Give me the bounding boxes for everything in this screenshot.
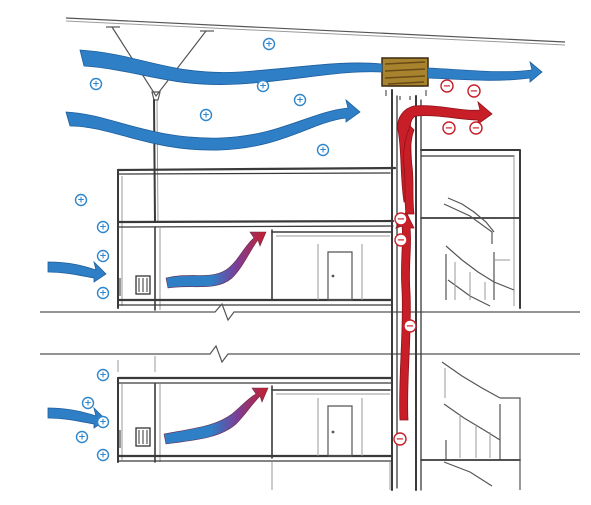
sky-line: [65, 17, 566, 46]
stack-updraft: [395, 211, 415, 421]
minus-markers: − − − − − − − −: [393, 79, 483, 446]
wind-stream-top: [79, 49, 383, 85]
plus-symbol: +: [265, 40, 273, 50]
plus-circle-icon: +: [96, 368, 110, 382]
plus-circle-icon: +: [75, 430, 89, 444]
plus-circle-icon: +: [316, 143, 330, 157]
room-flow-upper: [165, 231, 267, 289]
radiator-icon-lower: [119, 427, 151, 448]
chimney-cap-icon: [381, 57, 429, 87]
plus-symbol: +: [296, 96, 304, 106]
staircase-icon: [420, 149, 521, 490]
plus-circle-icon: +: [199, 108, 213, 122]
section-break-upper: [40, 302, 580, 322]
minus-symbol: −: [443, 81, 451, 92]
plus-symbol: +: [92, 80, 100, 90]
room-flow-lower: [163, 387, 269, 445]
plus-symbol: +: [99, 252, 107, 262]
plus-circle-icon: +: [256, 79, 270, 93]
plus-symbol: +: [202, 111, 210, 121]
plus-circle-icon: +: [81, 396, 95, 410]
minus-symbol: −: [445, 123, 453, 134]
plus-symbol: +: [84, 399, 92, 409]
plus-circle-icon: +: [89, 77, 103, 91]
plus-symbol: +: [99, 371, 107, 381]
plus-symbol: +: [319, 146, 327, 156]
plus-circle-icon: +: [96, 415, 110, 429]
plus-circle-icon: +: [96, 286, 110, 300]
chimney-flow-lower: [403, 125, 415, 215]
inflow-lower-floor: [47, 406, 107, 429]
minus-circle-icon: −: [393, 432, 407, 446]
ventilation-stack: [385, 85, 427, 491]
minus-circle-icon: −: [394, 233, 408, 247]
minus-circle-icon: −: [467, 84, 481, 98]
plus-symbol: +: [77, 196, 85, 206]
plus-circle-icon: +: [96, 220, 110, 234]
minus-symbol: −: [397, 235, 405, 246]
plus-circle-icon: +: [96, 448, 110, 462]
plus-symbol: +: [78, 433, 86, 443]
plus-circle-icon: +: [74, 193, 88, 207]
minus-circle-icon: −: [394, 212, 408, 226]
minus-symbol: −: [470, 86, 478, 97]
roof-slab: [116, 166, 397, 172]
wind-stream-middle: [65, 98, 361, 151]
inflow-upper-floor: [47, 260, 107, 283]
plus-symbol: +: [259, 82, 267, 92]
minus-symbol: −: [472, 123, 480, 134]
minus-circle-icon: −: [403, 319, 417, 333]
floor-slab-upper: [116, 219, 395, 224]
minus-symbol: −: [406, 321, 414, 332]
plus-symbol: +: [99, 418, 107, 428]
section-break-lower: [40, 344, 580, 364]
minus-symbol: −: [396, 434, 404, 445]
minus-symbol: −: [397, 214, 405, 225]
building-section: [40, 166, 580, 490]
plus-symbol: +: [99, 223, 107, 233]
door-icon: [317, 244, 363, 301]
plus-circle-icon: +: [262, 37, 276, 51]
minus-circle-icon: −: [469, 121, 483, 135]
door-icon-lower: [317, 398, 363, 457]
warm-air-flows: [395, 100, 493, 421]
minus-circle-icon: −: [442, 121, 456, 135]
plus-circle-icon: +: [96, 249, 110, 263]
plus-symbol: +: [99, 451, 107, 461]
plus-markers: + + + + + + + + + + + + + + +: [74, 37, 330, 462]
plus-circle-icon: +: [293, 93, 307, 107]
wind-turbine-icon: [106, 26, 214, 223]
minus-circle-icon: −: [440, 79, 454, 93]
warming-flows: [163, 231, 269, 445]
radiator-icon: [119, 275, 151, 296]
wind-stream-top-exit: [427, 60, 543, 83]
plus-symbol: +: [99, 289, 107, 299]
